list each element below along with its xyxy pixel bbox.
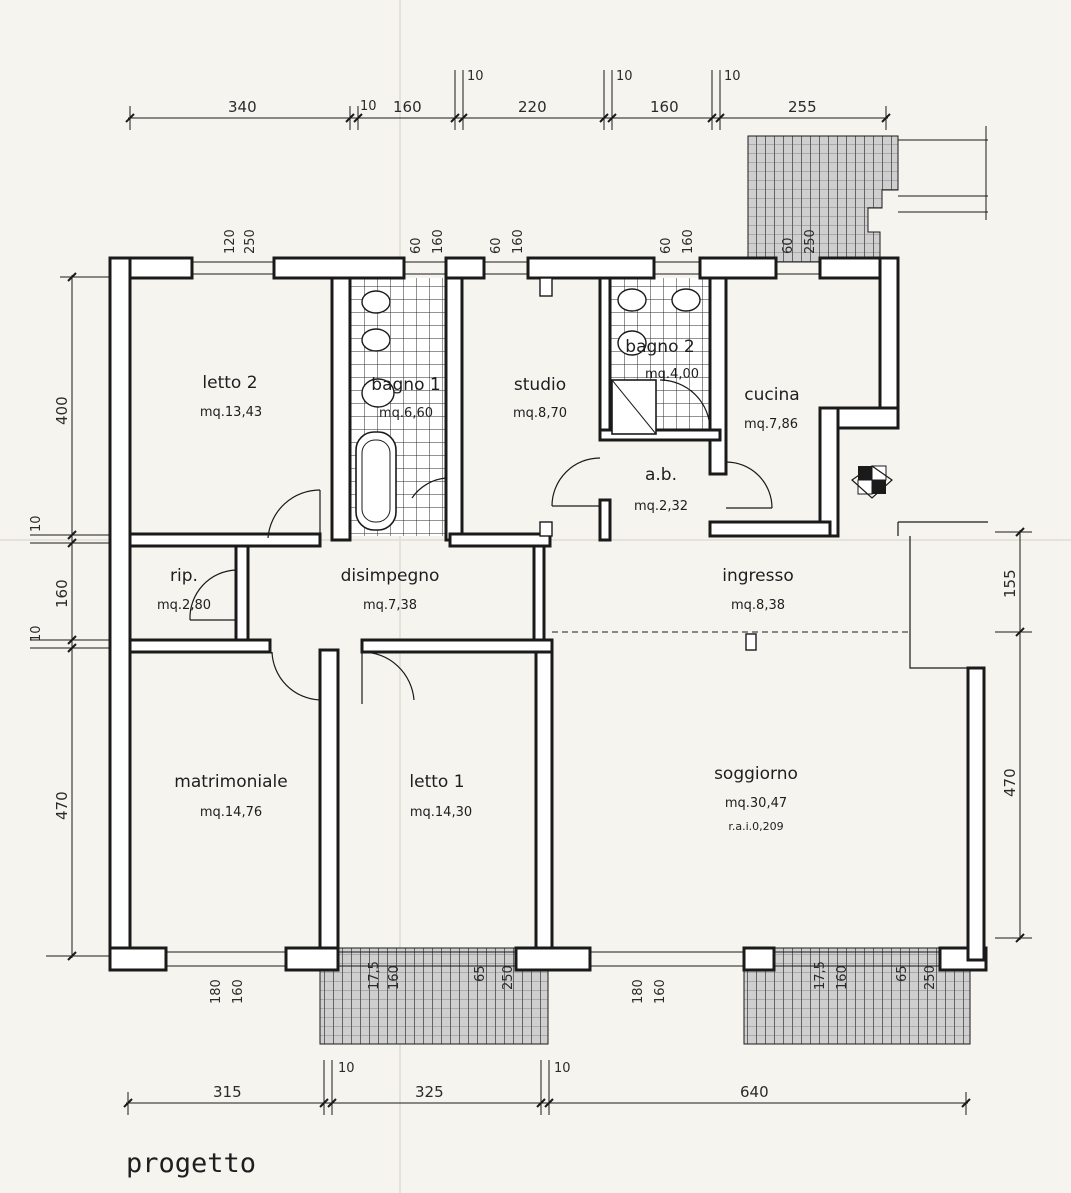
window-dim: 60: [659, 237, 674, 254]
dim-top-9: 255: [788, 98, 817, 116]
window-dim: 120: [223, 229, 238, 254]
window-dim: 60: [489, 237, 504, 254]
windows: [166, 261, 940, 967]
window-dim: 65: [895, 965, 910, 982]
room-air-ratio-soggiorno: r.a.i.0,209: [728, 820, 783, 833]
window-dim: 17,5: [813, 961, 828, 990]
dimension-lines: [30, 70, 1032, 1115]
dim-top-4: 10: [467, 69, 484, 84]
room-area-letto-1: mq.14,30: [410, 805, 472, 820]
room-labels: letto 2 mq.13,43 bagno 1 mq.6,60 studio …: [157, 337, 800, 833]
window-dim: 60: [409, 237, 424, 254]
walls: [108, 256, 988, 972]
dim-right-2: 470: [1001, 768, 1019, 797]
entrance-marker-icon: [851, 465, 893, 499]
balcony-bottom-left: [319, 947, 549, 1045]
toilet-icon: [617, 330, 647, 356]
room-area-bagno-2: mq.4,00: [645, 367, 699, 382]
room-name-bagno-1: bagno 1: [371, 375, 440, 395]
window-dim: 250: [923, 965, 938, 990]
window-dim: 160: [835, 965, 850, 990]
window-dim: 160: [681, 229, 696, 254]
window-dim: 160: [387, 965, 402, 990]
room-area-bagno-1: mq.6,60: [379, 406, 433, 421]
dimension-labels: 340 10 160 10 220 10 160 10 255 315 10 3…: [29, 69, 1019, 1101]
bathroom-fixtures: [355, 288, 701, 531]
room-area-soggiorno: mq.30,47: [725, 796, 787, 811]
window-dimensions: 120 250 60 160 60 160 60 160 60 250 180 …: [209, 229, 938, 1004]
window-dim: 160: [511, 229, 526, 254]
room-area-matrimoniale: mq.14,76: [200, 805, 262, 820]
window-dim: 250: [501, 965, 516, 990]
room-area-cucina: mq.7,86: [744, 417, 798, 432]
room-name-bagno-2: bagno 2: [625, 337, 694, 357]
window-dim: 65: [473, 965, 488, 982]
room-name-soggiorno: soggiorno: [714, 764, 798, 784]
bidet-icon: [361, 290, 391, 314]
window-dim: 250: [243, 229, 258, 254]
dim-top-1: 340: [228, 98, 257, 116]
room-area-disimpegno: mq.7,38: [363, 598, 417, 613]
dim-left-5: 470: [53, 791, 71, 820]
room-name-letto-1: letto 1: [409, 772, 464, 792]
dim-top-8: 10: [724, 69, 741, 84]
room-name-matrimoniale: matrimoniale: [174, 772, 287, 792]
bidet-icon: [617, 288, 647, 312]
room-area-rip: mq.2,80: [157, 598, 211, 613]
dim-left-3: 160: [53, 579, 71, 608]
dim-left-1: 400: [53, 396, 71, 425]
window-dim: 160: [231, 979, 246, 1004]
window-dim: 60: [781, 237, 796, 254]
balcony-bottom-right: [743, 947, 971, 1045]
room-area-studio: mq.8,70: [513, 406, 567, 421]
room-name-cucina: cucina: [744, 385, 799, 405]
dim-bottom-5: 640: [740, 1083, 769, 1101]
sink-icon: [361, 378, 395, 408]
dim-top-6: 10: [616, 69, 633, 84]
room-name-rip: rip.: [170, 566, 198, 586]
room-name-ingresso: ingresso: [722, 566, 793, 586]
dim-top-7: 160: [650, 98, 679, 116]
dim-bottom-1: 315: [213, 1083, 242, 1101]
door-swings: [189, 379, 773, 704]
dim-bottom-3: 325: [415, 1083, 444, 1101]
room-name-ab: a.b.: [645, 465, 677, 485]
window-dim: 250: [803, 229, 818, 254]
dim-bottom-4: 10: [554, 1061, 571, 1076]
room-area-ingresso: mq.8,38: [731, 598, 785, 613]
window-dim: 160: [653, 979, 668, 1004]
room-name-disimpegno: disimpegno: [341, 566, 440, 586]
window-dim: 180: [631, 979, 646, 1004]
balconies: [319, 126, 988, 1045]
wall-niches: [539, 277, 757, 651]
room-name-studio: studio: [514, 375, 566, 395]
window-dim: 180: [209, 979, 224, 1004]
dim-top-3: 160: [393, 98, 422, 116]
dim-top-2: 10: [360, 99, 377, 114]
dim-right-1: 155: [1001, 569, 1019, 598]
room-name-letto-2: letto 2: [202, 373, 257, 393]
room-area-ab: mq.2,32: [634, 499, 688, 514]
room-area-letto-2: mq.13,43: [200, 405, 262, 420]
dim-left-2: 10: [29, 515, 44, 532]
dim-left-4: 10: [29, 625, 44, 642]
balcony-top: [747, 135, 899, 263]
toilet-icon: [361, 328, 391, 352]
dim-bottom-2: 10: [338, 1061, 355, 1076]
window-dim: 17,5: [367, 961, 382, 990]
balcony-top-railing: [898, 139, 988, 213]
drawing-caption: progetto: [126, 1148, 256, 1179]
sink-icon: [671, 288, 701, 312]
dim-top-5: 220: [518, 98, 547, 116]
bathtub-icon: [355, 431, 397, 531]
window-dim: 160: [431, 229, 446, 254]
